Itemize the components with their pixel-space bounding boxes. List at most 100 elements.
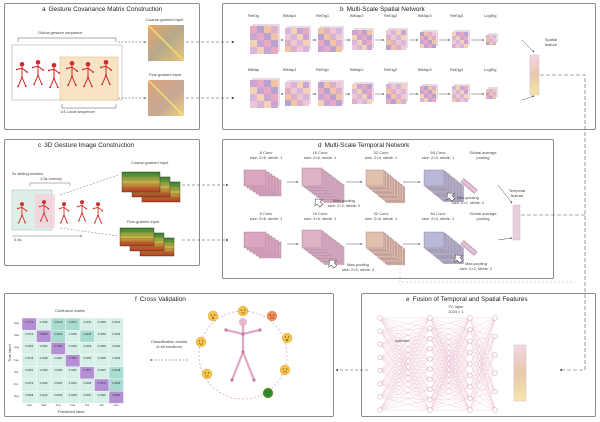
net-edge xyxy=(379,389,431,397)
net-edge xyxy=(429,375,471,400)
net-edge xyxy=(469,340,496,411)
overlap-bracket xyxy=(29,182,71,186)
cm-x-tick: Fea xyxy=(70,403,76,408)
panel-b xyxy=(222,3,596,130)
net-edge xyxy=(469,336,496,376)
net-node xyxy=(377,407,383,413)
feature-map xyxy=(423,169,445,187)
net-node xyxy=(377,341,383,347)
net-edge xyxy=(379,348,431,358)
feature-map xyxy=(301,229,323,249)
mosaic-layer xyxy=(285,80,311,106)
net-edge xyxy=(469,375,496,411)
net-node xyxy=(377,328,383,334)
net-node xyxy=(467,338,473,344)
confusion-matrix-title: Confusion matrix xyxy=(54,308,85,313)
net-edge xyxy=(469,317,496,376)
net-edge xyxy=(429,352,471,390)
net-edge xyxy=(379,328,431,384)
net-edge xyxy=(429,317,471,329)
net-edge xyxy=(429,379,471,411)
gesture-image xyxy=(121,171,161,193)
net-node xyxy=(377,394,383,400)
net-edge xyxy=(379,344,431,360)
net-edge xyxy=(379,368,431,371)
cm-cell-value: 0.0373 xyxy=(25,381,34,385)
global-sequence-label: Global gesture sequence xyxy=(38,30,83,35)
net-edge xyxy=(379,317,431,380)
net-edge xyxy=(429,348,471,399)
cm-cell-value: 0.0322 xyxy=(112,320,121,324)
net-edge xyxy=(429,329,471,400)
stick-figures-c xyxy=(16,200,104,224)
net-edge xyxy=(379,348,431,371)
net-edge xyxy=(379,344,431,411)
net-edge xyxy=(469,317,496,337)
net-edge xyxy=(469,317,496,355)
net-edge xyxy=(379,396,431,411)
net-edge xyxy=(429,329,471,349)
time-label: 0.5s xyxy=(14,237,22,242)
net-edge xyxy=(379,348,431,411)
net-edge xyxy=(379,317,431,329)
net-node xyxy=(492,370,498,376)
net-edge xyxy=(379,357,431,411)
cm-cell-value: 0.0341 xyxy=(39,344,48,348)
cm-cell-value: 0.0283 xyxy=(54,369,63,373)
cm-y-tick: Sad xyxy=(14,333,19,338)
net-edge xyxy=(429,340,471,380)
net-edge xyxy=(379,338,431,384)
net-edge xyxy=(469,336,496,399)
fusion-feature-bar xyxy=(513,344,527,402)
cm-cell-value: 0.0282 xyxy=(54,381,63,385)
cm-cell-value: 0.0514 xyxy=(68,320,77,324)
stick-figure xyxy=(15,61,29,88)
cm-cell-value: 0.7772 xyxy=(25,320,34,324)
cm-cell-value: 0.0380 xyxy=(83,357,92,361)
net-edge xyxy=(469,336,496,365)
net-edge xyxy=(379,317,431,332)
cm-cell-value: 0.0334 xyxy=(83,320,92,324)
stick-figure xyxy=(81,61,95,88)
net-node xyxy=(427,397,433,403)
overlap-box xyxy=(35,194,55,228)
net-edge xyxy=(429,328,471,388)
net-edge xyxy=(379,357,431,400)
net-edge xyxy=(469,317,496,330)
stick-figure xyxy=(38,200,50,222)
cm-cell-value: 0.8502 xyxy=(112,393,121,397)
maxpool-arrow xyxy=(328,259,338,269)
panel-c xyxy=(4,139,200,266)
cm-cell-value: 0.0328 xyxy=(25,393,34,397)
emoji-icon xyxy=(279,364,291,376)
net-edge xyxy=(429,389,471,411)
connector-spatial-to-fusion xyxy=(540,74,586,372)
net-edge xyxy=(379,383,431,411)
net-edge xyxy=(379,317,431,390)
net-edge xyxy=(429,352,471,400)
net-edge xyxy=(379,338,431,397)
net-edge xyxy=(429,352,471,360)
confusion-matrix xyxy=(21,317,124,404)
net-node xyxy=(467,326,473,333)
net-node xyxy=(467,361,473,367)
net-edge xyxy=(379,358,431,384)
net-edge xyxy=(379,328,431,332)
net-edge xyxy=(429,338,471,376)
net-node xyxy=(492,389,498,395)
cm-cell-value: 0.0212 xyxy=(39,393,48,397)
net-node xyxy=(492,315,498,321)
panel-d xyxy=(222,139,554,279)
spatial-layers xyxy=(250,24,498,108)
mosaic-layer xyxy=(352,28,374,50)
cm-cell-value: 0.0287 xyxy=(68,369,77,373)
net-edge xyxy=(429,363,471,370)
net-edge xyxy=(379,379,431,384)
net-edge xyxy=(469,352,496,355)
net-edge xyxy=(429,379,471,388)
